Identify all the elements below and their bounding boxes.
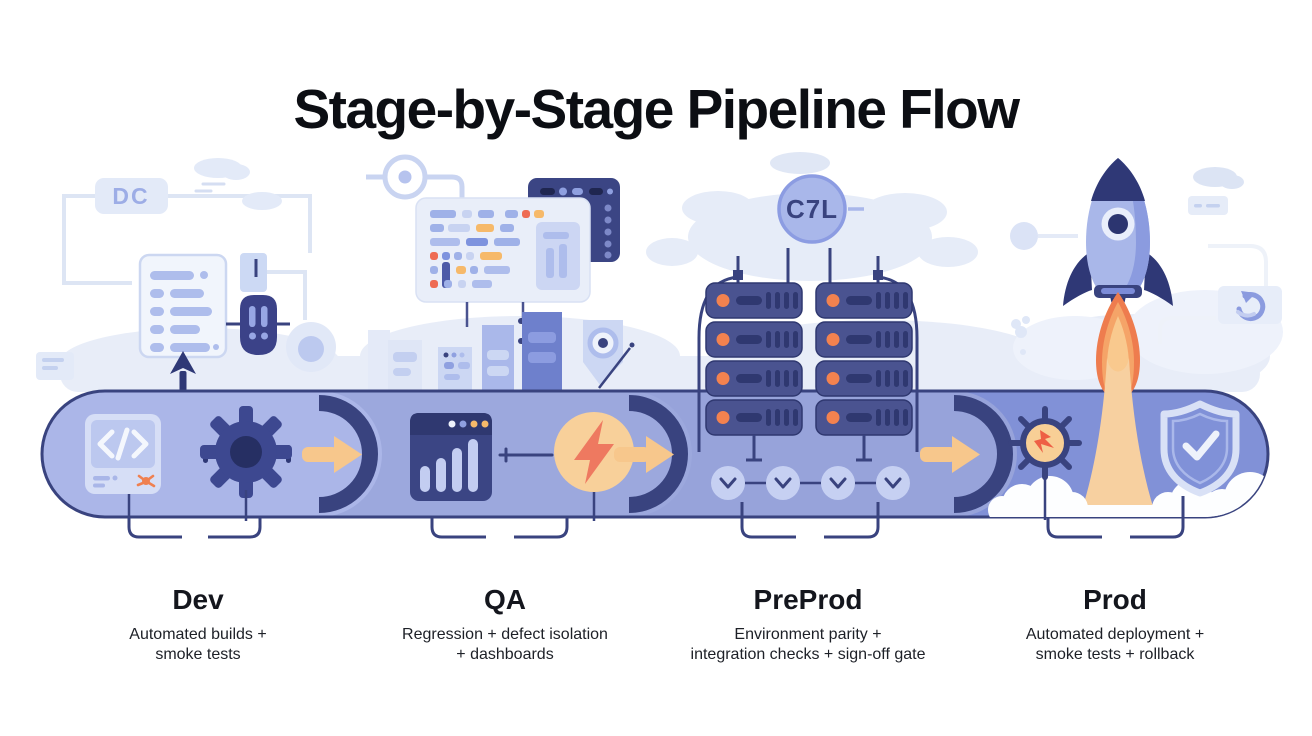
dashboard-panel — [415, 197, 591, 303]
stage-label-qa: QA Regression + defect isolation + dashb… — [345, 584, 665, 665]
segment-separator — [628, 395, 688, 513]
code-editor-icon — [85, 414, 161, 494]
server-stack-b — [815, 282, 913, 436]
preprod-cluster-illustration: C7L — [646, 152, 978, 285]
server-stack-a — [705, 282, 803, 436]
server-rack-icon — [697, 275, 919, 462]
note-card — [36, 352, 74, 380]
stage-desc-line: integration checks + sign-off gate — [690, 646, 926, 663]
segment-separator — [318, 395, 378, 513]
dev-cluster-illustration: DC — [36, 158, 336, 391]
page-title: Stage-by-Stage Pipeline Flow — [293, 77, 1020, 140]
shield-check-icon — [1160, 400, 1240, 497]
cloud-badge: C7L — [777, 174, 864, 244]
tag-badge-icon — [583, 320, 635, 389]
stage-label-preprod: PreProd Environment parity + integration… — [648, 584, 968, 665]
stage-desc-line: smoke tests — [155, 646, 241, 663]
arrow-right-icon — [920, 436, 980, 473]
dna-chip — [95, 178, 168, 214]
lightning-icon — [554, 412, 634, 492]
prod-cluster-illustration — [1010, 158, 1283, 380]
chevron-gates-icon — [711, 466, 910, 500]
rollback-icon — [1218, 286, 1282, 324]
cloud-badge-label: C7L — [786, 194, 838, 224]
small-clouds — [194, 158, 282, 210]
document-icon — [138, 253, 228, 359]
stage-desc-line: + dashboards — [456, 646, 554, 663]
analytics-browser-icon — [410, 413, 492, 501]
stage-label-dev: Dev Automated builds + smoke tests — [38, 584, 358, 665]
spark-icon — [1008, 406, 1082, 480]
qa-cluster-illustration — [366, 154, 635, 391]
stage-desc-line: smoke tests + rollback — [1035, 646, 1195, 663]
segment-separator — [953, 395, 1013, 513]
dna-chip-label: DC — [112, 183, 149, 209]
stage-desc-line: Environment parity + — [734, 626, 882, 643]
stage-bracket — [127, 518, 262, 539]
stage-name: QA — [484, 584, 526, 615]
magnifier-icon — [286, 322, 336, 372]
stage-bracket — [1046, 496, 1185, 539]
dash-card — [1188, 196, 1228, 215]
stage-bracket — [430, 518, 569, 539]
stage-name: Dev — [172, 584, 224, 615]
stage-desc-line: Automated deployment + — [1025, 626, 1205, 643]
city-towers — [368, 312, 562, 391]
stage-name: PreProd — [753, 584, 863, 615]
bug-icon — [136, 474, 156, 488]
arrow-right-icon — [302, 436, 362, 473]
stage-bracket — [740, 502, 880, 539]
alert-pill-icon — [240, 295, 277, 355]
gear-icon — [200, 406, 292, 498]
stage-label-prod: Prod Automated deployment + smoke tests … — [955, 584, 1275, 665]
stage-name: Prod — [1083, 584, 1147, 615]
rocket-flame — [1080, 292, 1156, 516]
stage-desc-line: Regression + defect isolation — [402, 626, 608, 643]
stage-desc-line: Automated builds + — [129, 626, 267, 643]
arrow-up-icon — [170, 351, 196, 391]
arrow-right-icon — [614, 436, 674, 473]
